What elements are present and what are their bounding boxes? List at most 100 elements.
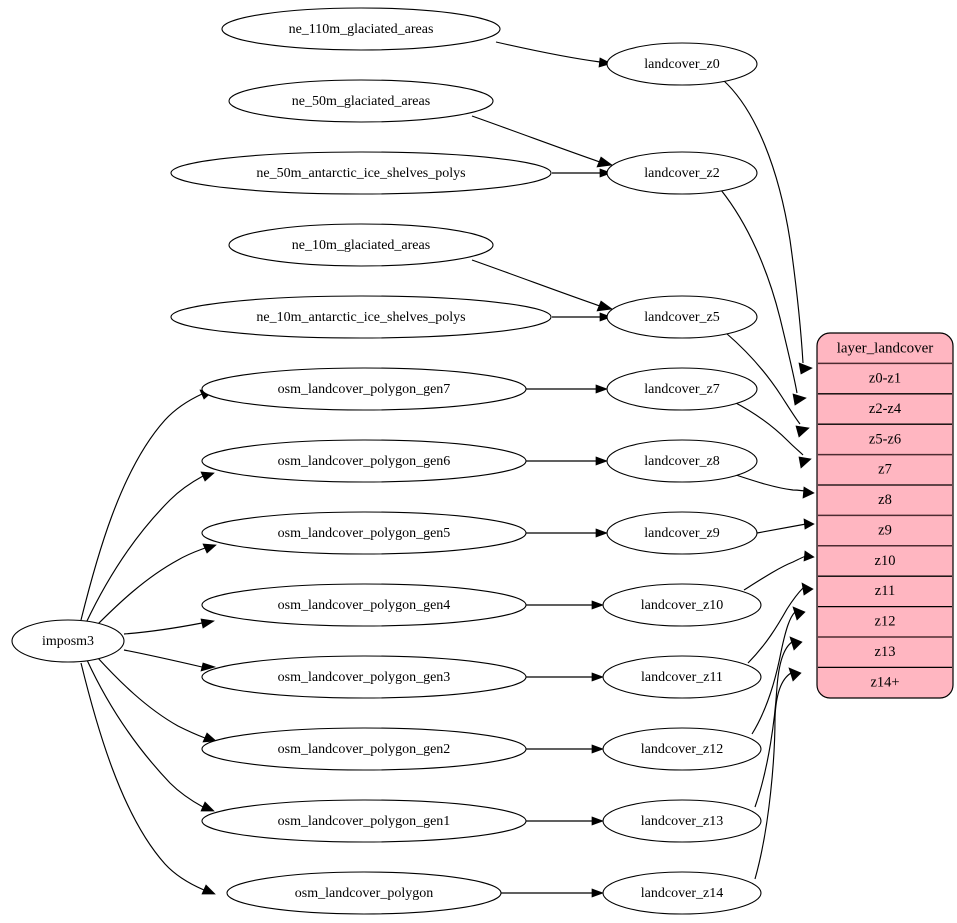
node-label: osm_landcover_polygon_gen2 bbox=[278, 742, 451, 757]
edge-gen4-to-z10 bbox=[526, 600, 605, 610]
edge-z10-to-row-z10 bbox=[743, 550, 815, 591]
node-label: landcover_z12 bbox=[641, 742, 723, 757]
edge-z7-to-row-z7 bbox=[733, 401, 812, 469]
node-landcover-z5[interactable]: landcover_z5 bbox=[606, 295, 758, 339]
table-row-z0-z1[interactable]: z0-z1 bbox=[869, 370, 901, 386]
edge-polygon-to-z14 bbox=[501, 888, 605, 898]
node-landcover-z7[interactable]: landcover_z7 bbox=[606, 367, 758, 411]
node-landcover-z14[interactable]: landcover_z14 bbox=[602, 871, 762, 915]
node-ne-50m-antarctic-ice-shelves-polys[interactable]: ne_50m_antarctic_ice_shelves_polys bbox=[170, 151, 552, 195]
edge-z13-to-row-z13 bbox=[754, 636, 803, 808]
edge-ne50mant-to-z2 bbox=[552, 168, 613, 178]
edge-z11-to-row-z11 bbox=[747, 582, 814, 664]
node-ne-50m-glaciated-areas[interactable]: ne_50m_glaciated_areas bbox=[228, 79, 494, 123]
edge-imposm3-to-gen4 bbox=[123, 618, 215, 635]
layer-landcover-table[interactable]: layer_landcover z0-z1 z2-z4 z5-z6 z7 z8 … bbox=[816, 332, 954, 699]
edge-gen2-to-z12 bbox=[526, 744, 605, 754]
node-osm-landcover-polygon-gen1[interactable]: osm_landcover_polygon_gen1 bbox=[201, 799, 527, 843]
edge-gen6-to-z8 bbox=[526, 456, 609, 466]
edge-imposm3-to-gen7 bbox=[80, 389, 214, 621]
table-row-z9[interactable]: z9 bbox=[878, 522, 892, 538]
node-label: landcover_z8 bbox=[644, 454, 719, 469]
node-label: landcover_z9 bbox=[644, 526, 719, 541]
node-landcover-z10[interactable]: landcover_z10 bbox=[602, 583, 762, 627]
node-label: osm_landcover_polygon bbox=[295, 886, 433, 901]
node-landcover-z11[interactable]: landcover_z11 bbox=[602, 655, 762, 699]
edge-z2-to-row-z2z4 bbox=[720, 189, 807, 406]
edge-imposm3-to-gen3 bbox=[123, 649, 217, 672]
node-landcover-z9[interactable]: landcover_z9 bbox=[606, 511, 758, 555]
node-osm-landcover-polygon-gen3[interactable]: osm_landcover_polygon_gen3 bbox=[201, 655, 527, 699]
edge-ne10mglac-to-z5 bbox=[471, 259, 613, 312]
table-row-z12[interactable]: z12 bbox=[875, 614, 896, 630]
natural-earth-nodes: ne_110m_glaciated_areas ne_50m_glaciated… bbox=[170, 7, 552, 339]
node-osm-landcover-polygon-gen2[interactable]: osm_landcover_polygon_gen2 bbox=[201, 727, 527, 771]
table-row-z5-z6[interactable]: z5-z6 bbox=[869, 431, 901, 447]
edge-gen1-to-z13 bbox=[526, 816, 605, 826]
node-label: osm_landcover_polygon_gen1 bbox=[278, 814, 451, 829]
node-label: ne_50m_antarctic_ice_shelves_polys bbox=[256, 166, 465, 181]
node-landcover-z2[interactable]: landcover_z2 bbox=[606, 151, 758, 195]
node-osm-landcover-polygon[interactable]: osm_landcover_polygon bbox=[226, 871, 502, 915]
node-label: landcover_z5 bbox=[644, 310, 719, 325]
table-row-z13[interactable]: z13 bbox=[875, 644, 896, 660]
table-row-z11[interactable]: z11 bbox=[875, 583, 895, 599]
edge-imposm3-to-gen5 bbox=[95, 543, 217, 627]
edge-imposm3-to-gen1 bbox=[86, 659, 215, 812]
edge-imposm3-to-polygon bbox=[80, 662, 216, 895]
edge-z8-to-row-z8 bbox=[732, 473, 815, 499]
node-osm-landcover-polygon-gen6[interactable]: osm_landcover_polygon_gen6 bbox=[201, 439, 527, 483]
edge-ne110m-to-z0 bbox=[495, 41, 612, 68]
edges-layer bbox=[80, 41, 815, 898]
edge-z5-to-row-z5z6 bbox=[725, 332, 810, 438]
edge-gen3-to-z11 bbox=[526, 672, 605, 682]
node-label: osm_landcover_polygon_gen3 bbox=[278, 670, 451, 685]
node-imposm3[interactable]: imposm3 bbox=[11, 619, 125, 663]
node-osm-landcover-polygon-gen7[interactable]: osm_landcover_polygon_gen7 bbox=[201, 367, 527, 411]
node-label: ne_10m_glaciated_areas bbox=[292, 238, 430, 253]
edge-ne10mant-to-z5 bbox=[552, 312, 613, 322]
node-landcover-z0[interactable]: landcover_z0 bbox=[606, 42, 758, 86]
node-osm-landcover-polygon-gen5[interactable]: osm_landcover_polygon_gen5 bbox=[201, 511, 527, 555]
node-label: landcover_z14 bbox=[641, 886, 723, 901]
node-label: landcover_z2 bbox=[644, 166, 719, 181]
node-label: landcover_z11 bbox=[641, 670, 723, 685]
osm-nodes: osm_landcover_polygon_gen7 osm_landcover… bbox=[201, 367, 527, 915]
node-label: osm_landcover_polygon_gen5 bbox=[278, 526, 451, 541]
node-label: ne_110m_glaciated_areas bbox=[289, 22, 434, 37]
node-label: ne_50m_glaciated_areas bbox=[292, 94, 430, 109]
landcover-nodes: landcover_z0 landcover_z2 landcover_z5 l… bbox=[602, 42, 762, 915]
node-ne-10m-glaciated-areas[interactable]: ne_10m_glaciated_areas bbox=[228, 223, 494, 267]
node-ne-10m-antarctic-ice-shelves-polys[interactable]: ne_10m_antarctic_ice_shelves_polys bbox=[170, 295, 552, 339]
table-header-label: layer_landcover bbox=[837, 340, 934, 356]
node-label: osm_landcover_polygon_gen4 bbox=[278, 598, 451, 613]
table-row-z10[interactable]: z10 bbox=[875, 553, 896, 569]
node-label: landcover_z13 bbox=[641, 814, 723, 829]
edge-z0-to-row-z0z1 bbox=[722, 79, 813, 375]
table-row-z2-z4[interactable]: z2-z4 bbox=[869, 401, 902, 417]
edge-imposm3-to-gen6 bbox=[85, 471, 215, 624]
node-label: osm_landcover_polygon_gen7 bbox=[278, 382, 451, 397]
node-label: landcover_z10 bbox=[641, 598, 723, 613]
node-osm-landcover-polygon-gen4[interactable]: osm_landcover_polygon_gen4 bbox=[201, 583, 527, 627]
node-landcover-z12[interactable]: landcover_z12 bbox=[602, 727, 762, 771]
node-ne-110m-glaciated-areas[interactable]: ne_110m_glaciated_areas bbox=[221, 7, 501, 51]
node-label: osm_landcover_polygon_gen6 bbox=[278, 454, 451, 469]
table-row-z14plus[interactable]: z14+ bbox=[870, 674, 899, 690]
edge-ne50mglac-to-z2 bbox=[471, 115, 613, 168]
node-label: landcover_z7 bbox=[644, 382, 719, 397]
edge-gen5-to-z9 bbox=[526, 528, 609, 538]
table-row-z8[interactable]: z8 bbox=[878, 492, 892, 508]
node-label: landcover_z0 bbox=[644, 57, 719, 72]
node-label: imposm3 bbox=[42, 634, 94, 649]
edge-z14-to-row-z14plus bbox=[754, 667, 802, 880]
node-landcover-z13[interactable]: landcover_z13 bbox=[602, 799, 762, 843]
edge-gen7-to-z7 bbox=[526, 384, 609, 394]
edge-z9-to-row-z9 bbox=[756, 518, 815, 534]
edge-z12-to-row-z12 bbox=[751, 606, 806, 735]
node-landcover-z8[interactable]: landcover_z8 bbox=[606, 439, 758, 483]
table-row-z7[interactable]: z7 bbox=[878, 462, 892, 478]
edge-imposm3-to-gen2 bbox=[96, 656, 217, 743]
